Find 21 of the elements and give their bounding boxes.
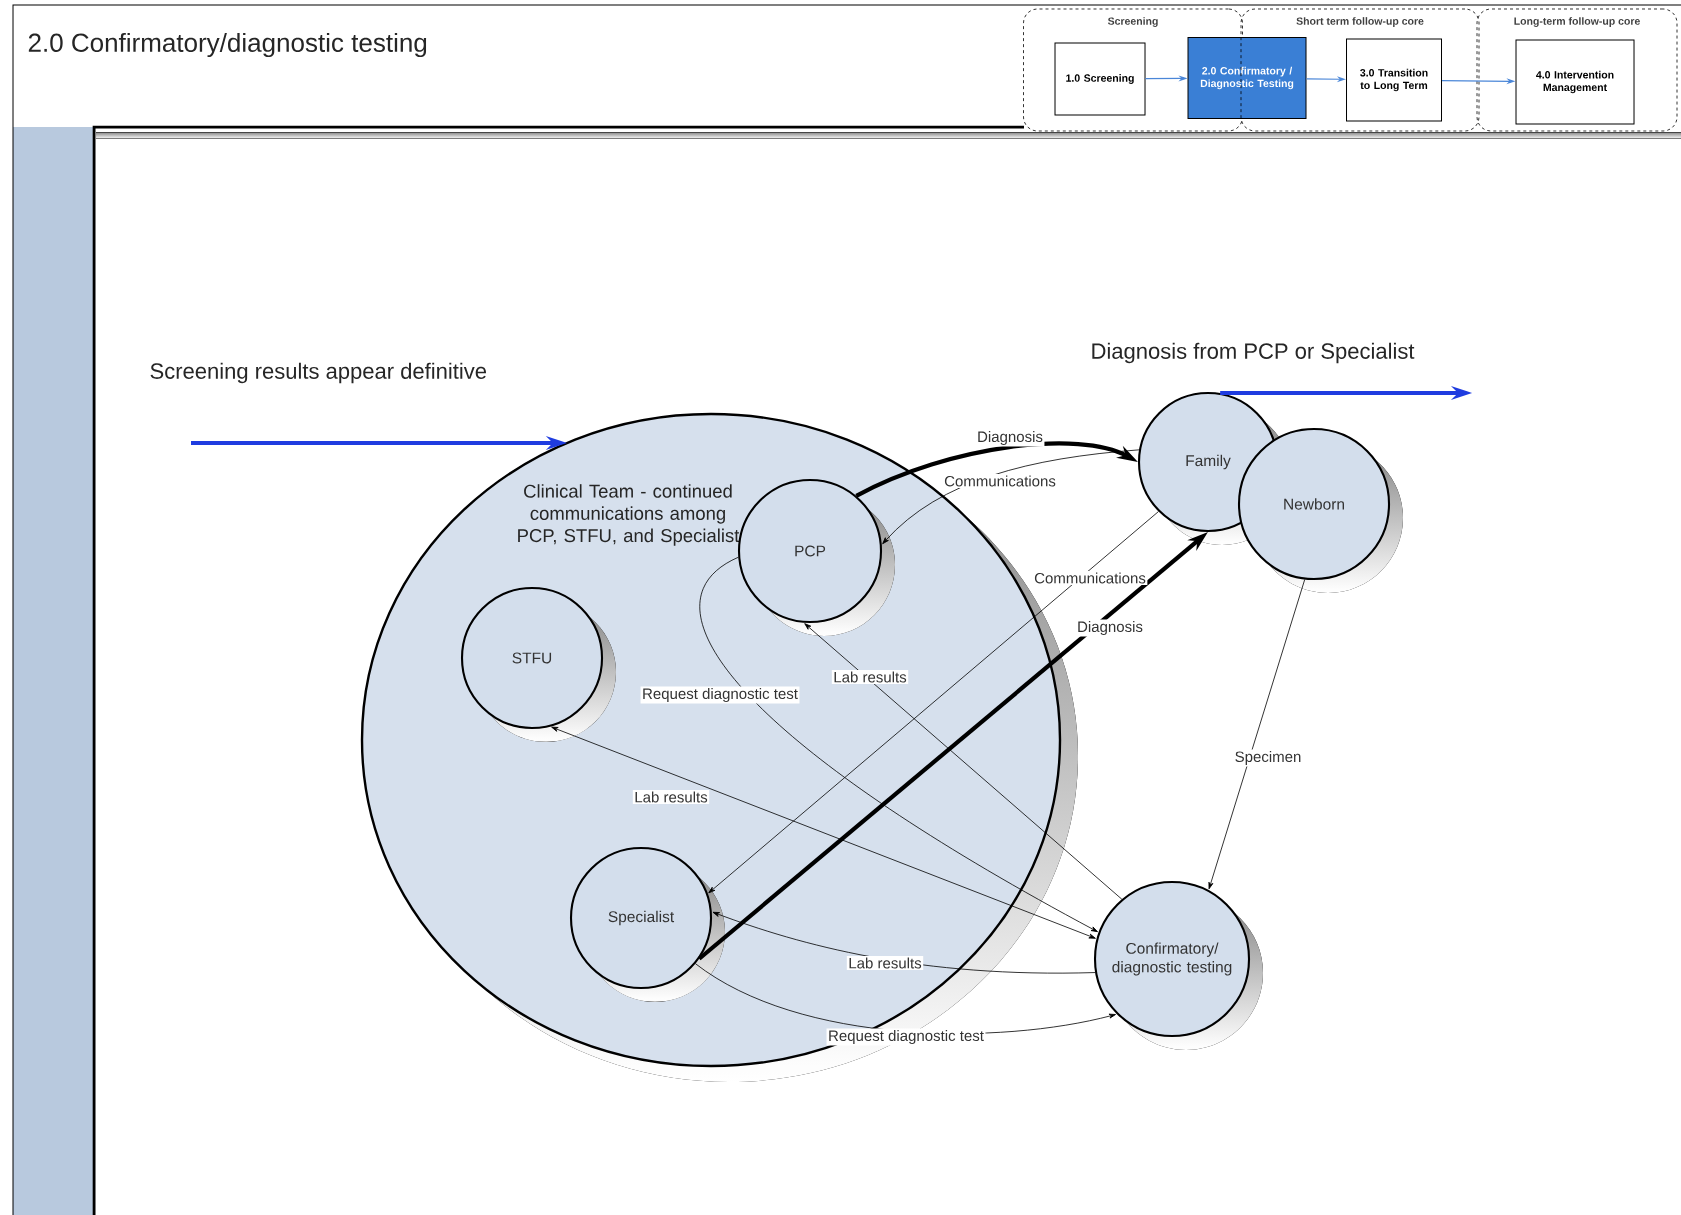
edge-label: Specimen xyxy=(1233,749,1303,767)
arrow xyxy=(882,449,1140,545)
process-box: 3.0 Transition to Long Term xyxy=(1346,38,1442,122)
title: 2.0 Confirmatory/diagnostic testing xyxy=(28,32,427,58)
edge-label: Request diagnostic test xyxy=(826,1028,986,1046)
arrow xyxy=(551,726,1096,939)
process-box: 2.0 Confirmatory / Diagnostic Testing xyxy=(1187,37,1307,119)
process-box: 1.0 Screening xyxy=(1054,42,1146,116)
circle-node: Newborn xyxy=(1237,427,1403,593)
edge-label: Communications xyxy=(1032,571,1148,585)
flow-label: Screening results appear definitive xyxy=(150,362,487,384)
arrow xyxy=(699,556,1098,933)
edge-label: Communications xyxy=(942,474,1058,488)
arrow xyxy=(708,511,1159,894)
edge-label: Diagnosis xyxy=(975,429,1045,447)
process-box: 4.0 Intervention Management xyxy=(1515,39,1635,125)
edge-label: Diagnosis xyxy=(1075,619,1145,637)
arrow xyxy=(804,623,1123,900)
circle-node: Confirmatory/ diagnostic testing xyxy=(1093,880,1263,1050)
flow-label: Diagnosis from PCP or Specialist xyxy=(1092,342,1415,364)
arrow xyxy=(1208,579,1306,890)
